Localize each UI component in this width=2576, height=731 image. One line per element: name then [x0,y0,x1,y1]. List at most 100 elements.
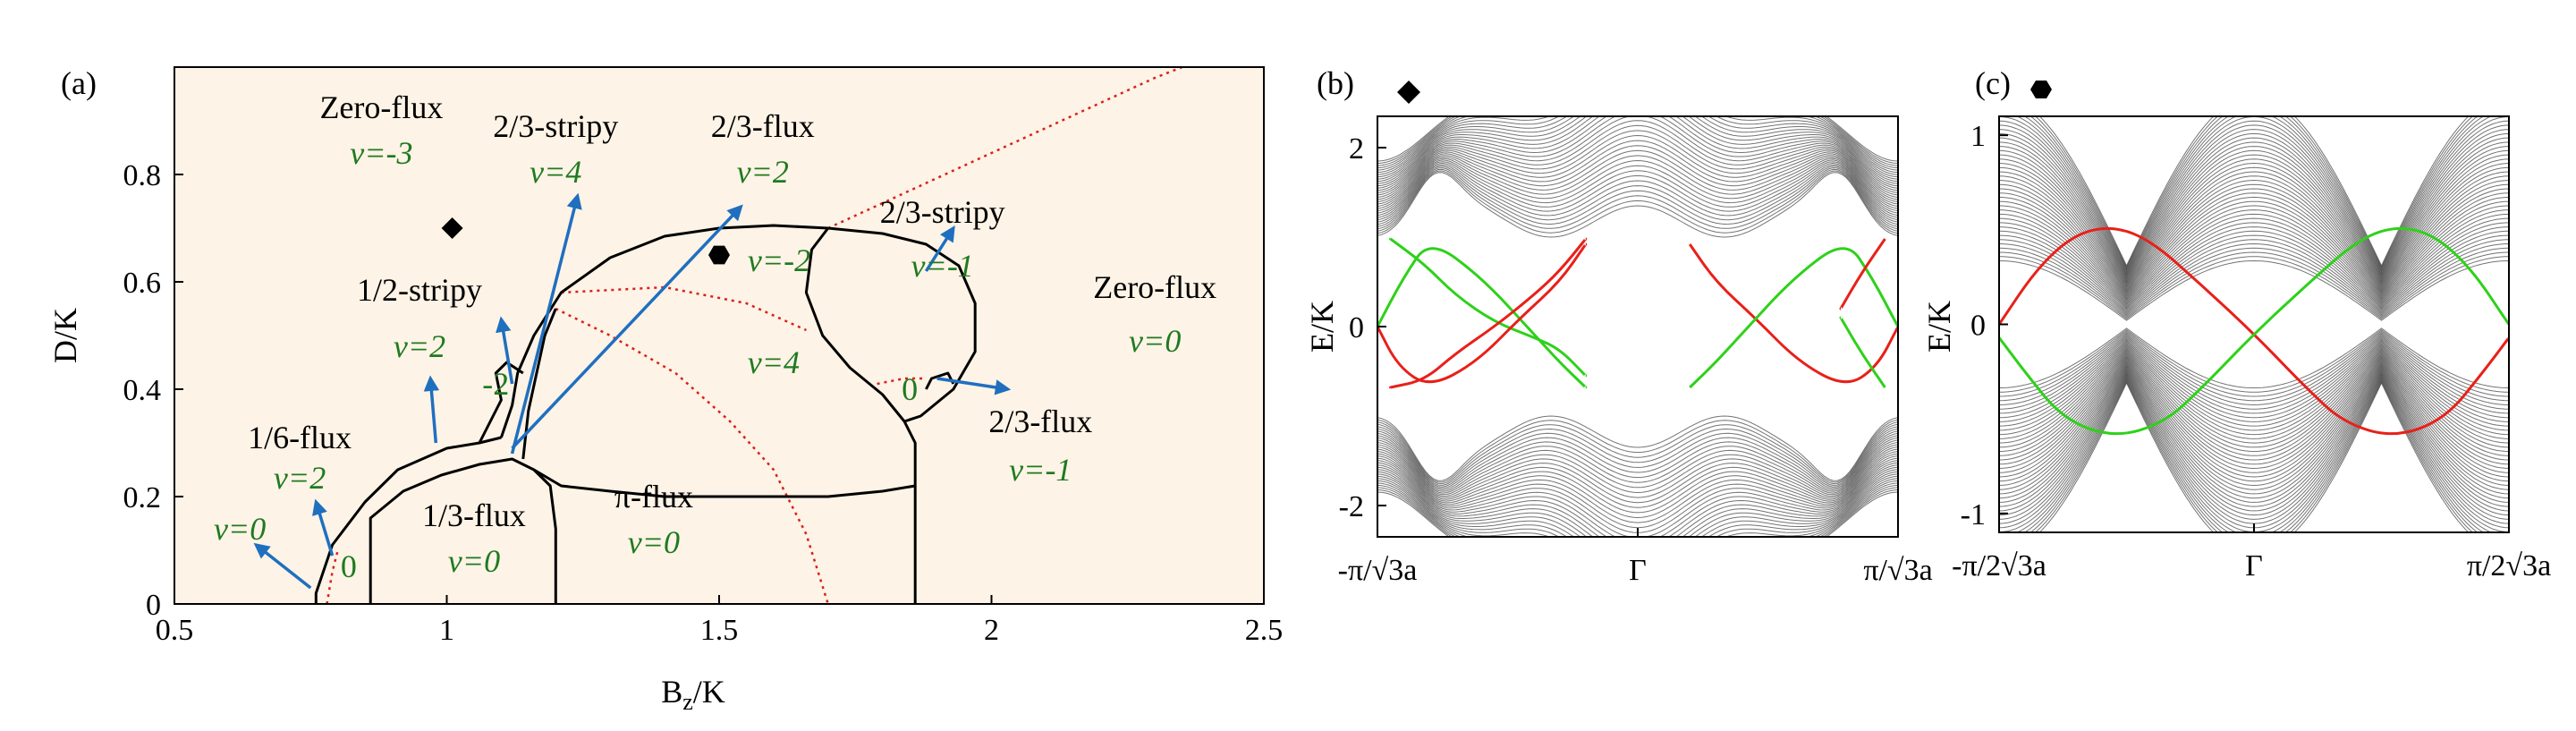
x-tick-label: π/√3a [1863,554,1932,587]
bulk-band-line [1377,116,1898,196]
bulk-band-line [2038,116,2470,268]
diamond-marker [441,217,463,239]
bulk-band-line [2029,116,2479,270]
bulk-band-line [2023,116,2485,271]
y-tick-label: 0.4 [123,374,162,407]
bulk-band-line [1999,116,2509,274]
bulk-band-line [1377,421,1898,485]
bulk-band-line [1377,164,1898,225]
x-tick-label: 1.5 [700,614,739,647]
bulk-band-line [1999,375,2509,532]
bulk-band-line [1999,146,2509,284]
bulk-band-line [1999,351,2509,461]
bulk-band-line [2015,376,2493,532]
bulk-band-line [1377,116,1898,193]
arrows [253,192,1012,590]
bulk-band-line [1999,340,2509,427]
x-tick-label: 2 [984,614,999,647]
bulk-band-line [1377,451,1898,523]
bulk-band-line [1999,365,2509,503]
phase-name-label: 1/6-flux [248,420,352,455]
chern-number-label: ν=-1 [911,248,974,284]
phase-name-label: π-flux [614,479,693,514]
bulk-band-line [1377,116,1898,174]
bulk-band-line [1377,462,1898,537]
bulk-band-line [1999,247,2509,318]
edge-state-line [1689,247,1898,389]
phase-boundary [314,436,502,604]
phase-boundary [827,226,977,423]
bulk-band-line [2034,380,2474,532]
bulk-band-line [1999,341,2509,431]
bulk-band-line [1999,335,2509,410]
bulk-bands [1999,116,2509,532]
bulk-band-line [1377,428,1898,489]
bulk-band-line [1377,466,1898,537]
bulk-band-line [1377,116,1898,191]
bulk-band-line [2034,116,2474,268]
phase-boundary [925,371,955,390]
bulk-band-line [1377,423,1898,486]
bulk-band-line [1999,259,2509,321]
bulk-band-line [1377,116,1898,180]
bulk-band-line [1999,336,2509,414]
bulk-band-line [1999,239,2509,314]
panel-c-plot [1999,116,2509,532]
panel-b-plot [1377,116,1898,537]
panel-a-letter: (a) [61,65,97,101]
bulk-band-line [2023,378,2485,532]
edge-state-line [1839,237,1886,310]
phase-name-label: Zero-flux [1093,269,1216,305]
chern-number-label: 0 [341,548,357,584]
chern-number-label: ν=2 [737,154,789,190]
bulk-band-line [1377,448,1898,519]
bulk-band-line [1377,116,1898,184]
edge-state-line [1688,243,1898,384]
bulk-band-line [1999,369,2509,516]
bulk-band-line [1999,331,2509,402]
bulk-band-line [1999,171,2509,293]
panel-a-xlabel: Bz/K [661,674,725,715]
bulk-band-line [1377,444,1898,508]
bulk-band-line [1377,437,1898,496]
bulk-band-line [1999,166,2509,291]
bulk-band-line [1377,166,1898,227]
bulk-band-line [1999,149,2509,285]
bulk-band-line [1999,200,2509,302]
bulk-band-line [1377,460,1898,537]
bulk-band-line [1377,134,1898,205]
bulk-band-line [1999,330,2509,397]
bulk-band-line [1999,158,2509,288]
bulk-band-line [1999,370,2509,520]
chern-number-label: ν=-3 [350,135,412,171]
bulk-band-line [1377,162,1898,223]
edge-state-line [1377,242,1588,384]
phase-name-label: 2/3-stripy [880,194,1005,230]
bulk-band-line [1999,355,2509,473]
bulk-band-line [1999,226,2509,310]
bulk-band-line [1377,130,1898,202]
bulk-band-line [1377,159,1898,218]
edge-state-line [1839,316,1886,389]
edge-states [1999,226,2509,436]
bulk-band-line [1377,426,1898,488]
bulk-band-line [1999,256,2509,320]
bulk-band-line [1377,116,1898,187]
phase-boundary [499,224,828,438]
chern-number-label: -2 [482,366,509,402]
bulk-band-line [1999,192,2509,299]
bulk-band-line [1377,469,1898,537]
edge-states [1377,237,1898,389]
panel-c-letter: (c) [1975,65,2011,101]
bulk-band-line [1999,348,2509,453]
phase-name-label: 1/2-stripy [357,272,482,308]
bulk-band-line [1999,209,2509,305]
phase-boundary [533,468,916,498]
arrow [511,204,743,450]
edge-state-line [1389,237,1588,389]
arrow [312,498,335,557]
bulk-band-line [1999,242,2509,316]
bulk-band-line [1999,217,2509,308]
